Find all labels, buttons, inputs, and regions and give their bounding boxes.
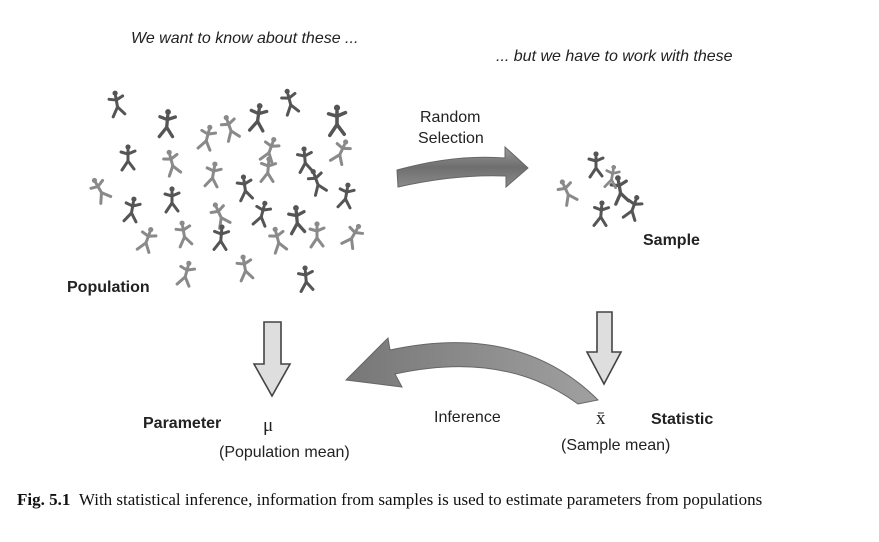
population-crowd	[89, 88, 365, 293]
stick-figure-icon	[336, 182, 356, 210]
stick-figure-icon	[247, 103, 269, 133]
selection-label: Selection	[418, 130, 484, 147]
population-label: Population	[67, 279, 150, 296]
caption-text: With statistical inference, information …	[78, 490, 763, 509]
figure-number: Fig. 5.1	[17, 490, 71, 509]
statistic-label: Statistic	[651, 411, 714, 428]
stick-figure-icon	[235, 174, 254, 203]
stick-figure-icon	[297, 265, 315, 293]
stick-figure-icon	[174, 220, 194, 249]
stick-figure-icon	[556, 179, 579, 207]
random-selection-arrow	[396, 145, 529, 189]
inference-arrow	[344, 336, 600, 405]
stick-figure-icon	[235, 254, 255, 283]
parameter-label: Parameter	[143, 415, 222, 432]
stick-figure-icon	[107, 90, 127, 119]
stick-figure-icon	[328, 139, 352, 167]
sample-mean-label: (Sample mean)	[561, 437, 671, 454]
stick-figure-icon	[280, 88, 301, 117]
stick-figure-icon	[135, 227, 158, 254]
x-bar-symbol: x̄	[596, 408, 606, 429]
stick-figure-icon	[209, 202, 232, 230]
stick-figure-icon	[163, 186, 181, 214]
stick-figure-icon	[259, 156, 278, 183]
mu-symbol: μ	[263, 415, 274, 436]
sample-down-arrow	[585, 311, 623, 386]
sample-label: Sample	[643, 232, 700, 249]
stick-figure-icon	[603, 164, 621, 190]
want-to-know-label: We want to know about these ...	[131, 30, 359, 47]
sample-crowd	[556, 151, 644, 227]
stick-figure-icon	[308, 221, 326, 249]
stick-figure-icon	[621, 195, 644, 222]
stick-figure-icon	[287, 205, 307, 236]
population-mean-label: (Population mean)	[219, 444, 350, 461]
random-label: Random	[420, 109, 481, 126]
stick-figure-icon	[219, 115, 241, 143]
stick-figure-icon	[175, 260, 197, 288]
stick-figure-icon	[89, 177, 113, 205]
stick-figure-icon	[258, 137, 281, 164]
stick-figure-icon	[268, 226, 289, 255]
stick-figure-icon	[203, 161, 223, 189]
inference-label: Inference	[434, 409, 501, 426]
stick-figure-icon	[157, 109, 177, 139]
stick-figure-icon	[122, 196, 142, 224]
stick-figure-icon	[119, 144, 137, 172]
stick-figure-icon	[326, 104, 348, 138]
stick-figure-icon	[212, 224, 231, 251]
population-down-arrow	[252, 321, 292, 398]
stick-figure-icon	[592, 200, 611, 227]
stick-figure-icon	[340, 223, 365, 251]
stick-figure-icon	[296, 146, 314, 174]
stick-figure-icon	[162, 149, 183, 178]
stick-figure-icon	[587, 151, 605, 179]
work-with-label: ... but we have to work with these	[496, 48, 733, 65]
stick-figure-icon	[306, 169, 328, 197]
figure-caption: Fig. 5.1 With statistical inference, inf…	[17, 488, 857, 511]
stick-figure-icon	[196, 124, 218, 152]
stick-figure-icon	[251, 200, 273, 228]
